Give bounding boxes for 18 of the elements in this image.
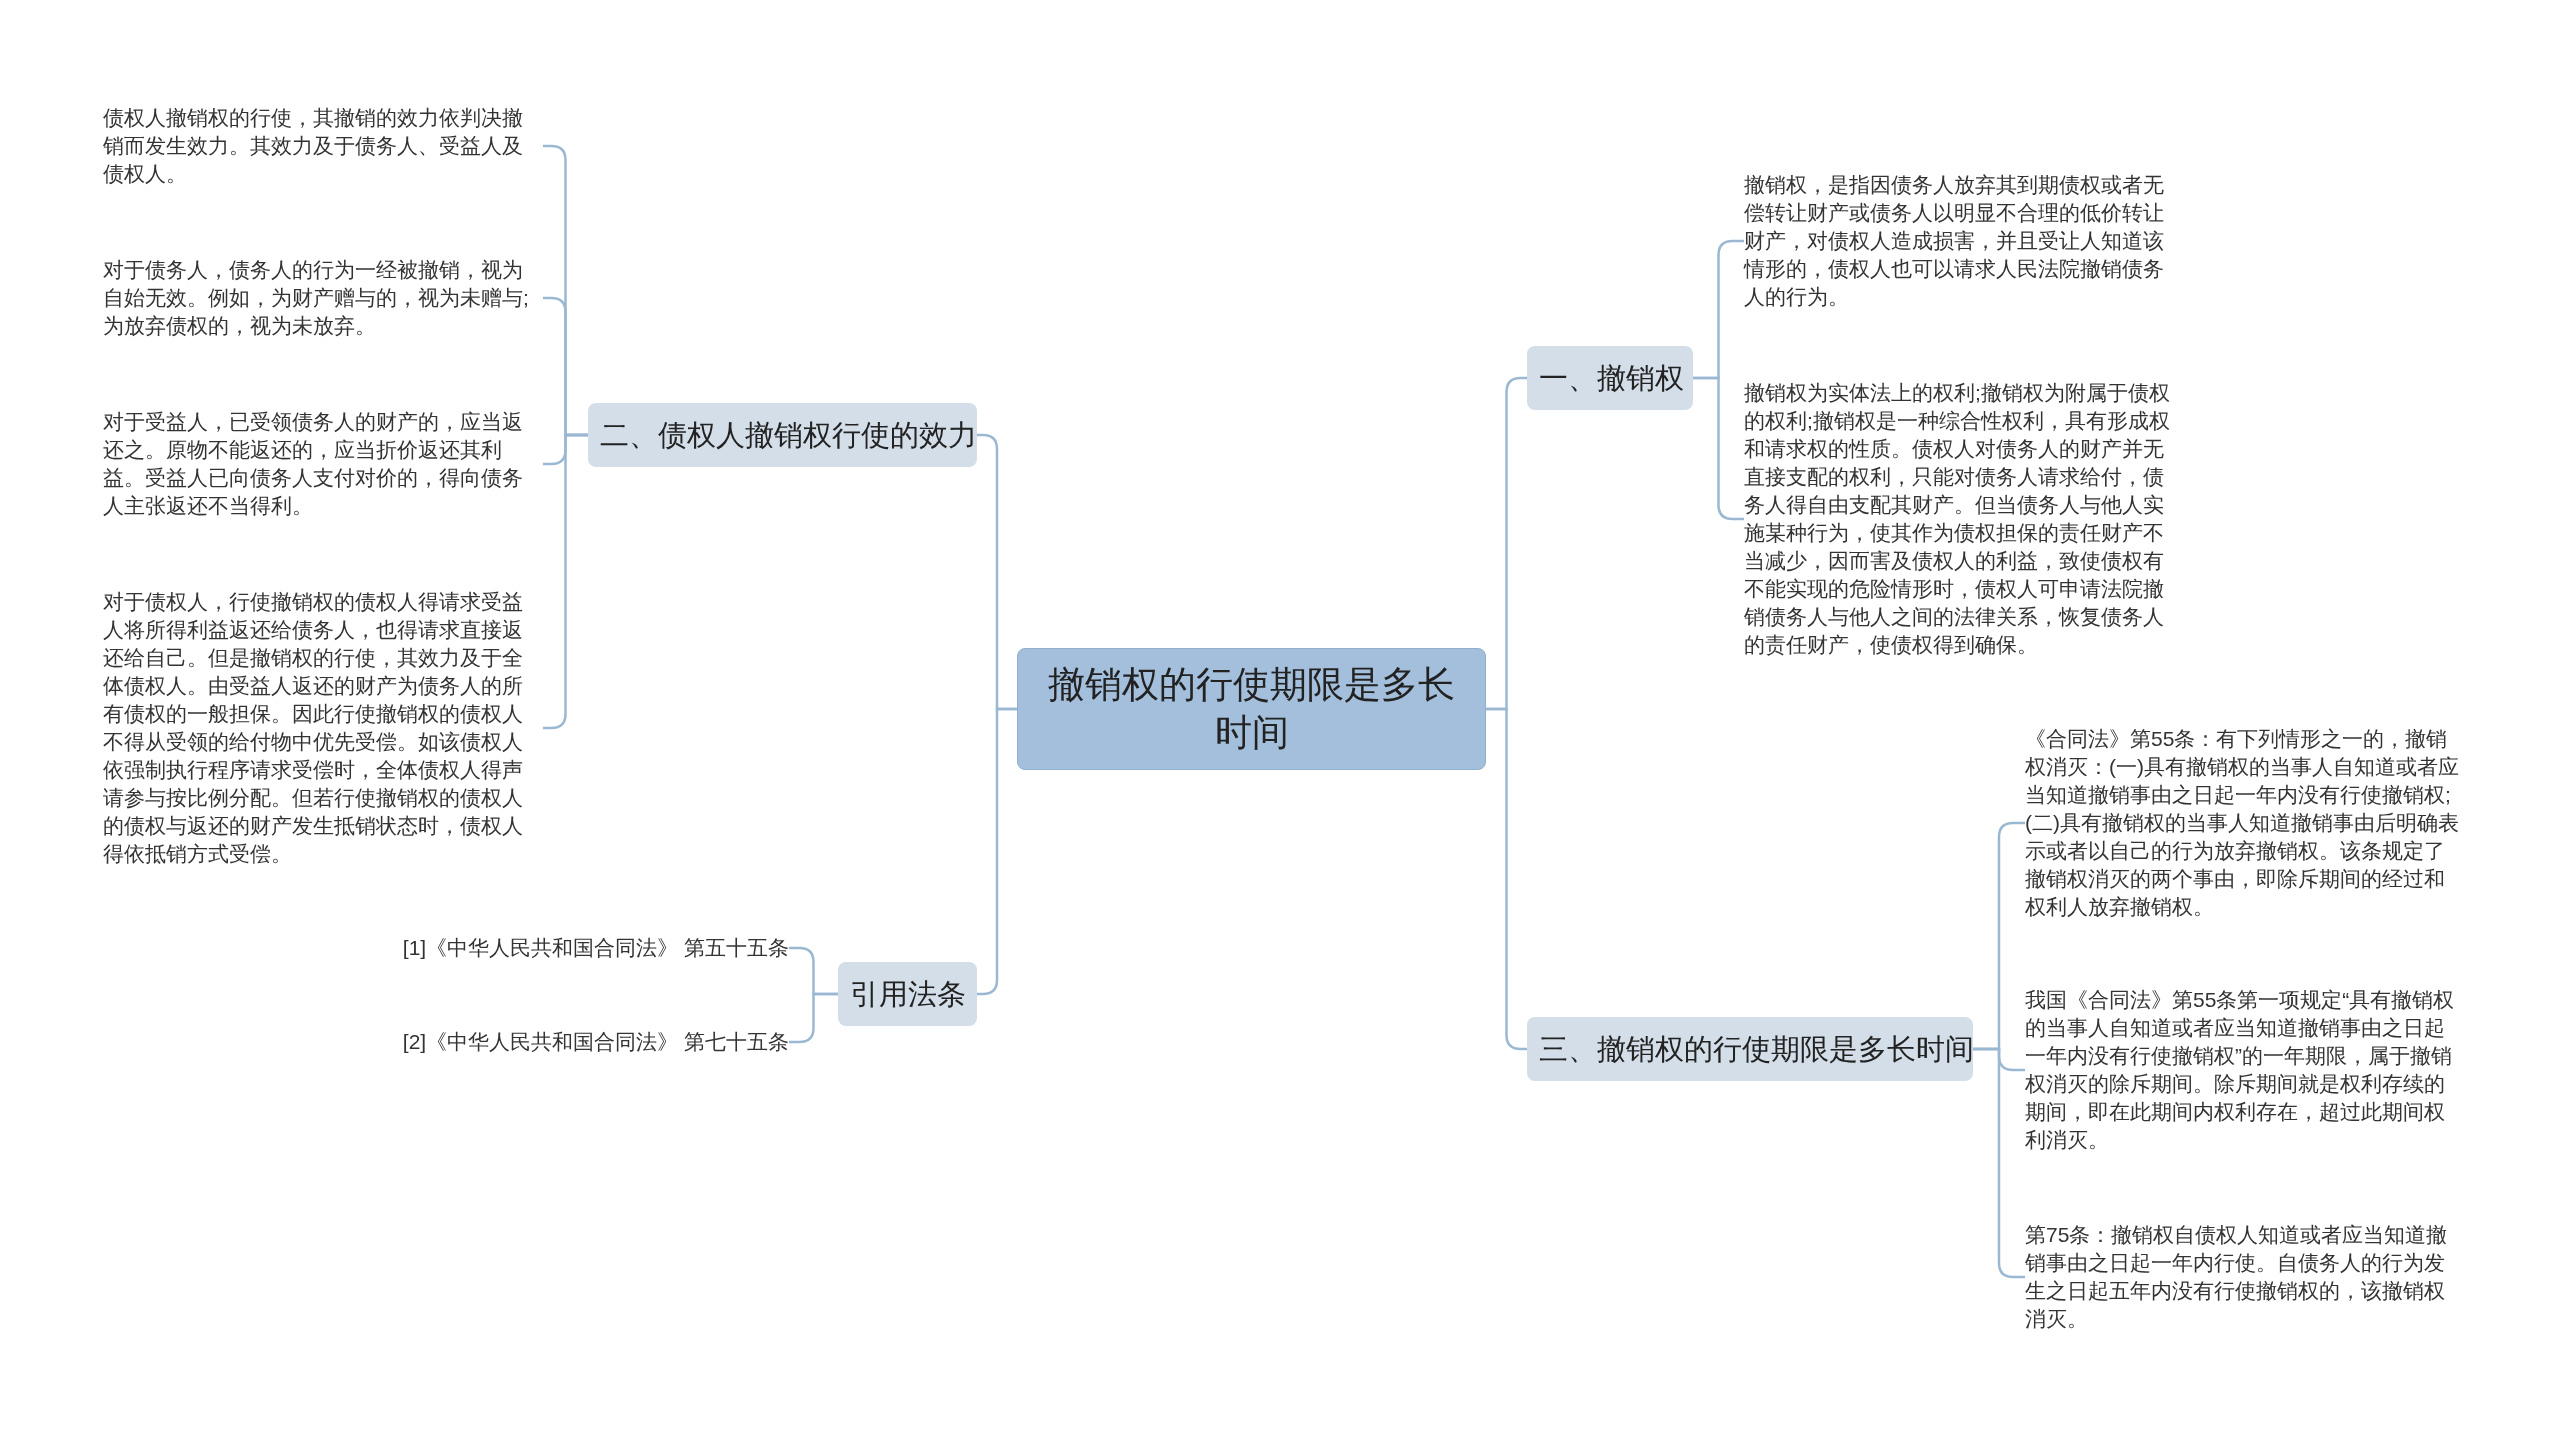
note-text: 对于受益人，已受领债务人的财产的，应当返还之。原物不能返还的，应当折价返还其利益。受益人已向债务人支付对价的，得向债务人主张返还不当得利。 bbox=[103, 408, 543, 520]
branch-topic: 二、债权人撤销权行使的效力 bbox=[588, 403, 977, 467]
note-text: 对于债权人，行使撤销权的债权人得请求受益人将所得利益返还给债务人，也得请求直接返还给自己。但是撤销权的行使，其效力及于全体债权人。由受益人返还的财产为债务人的所有债权的一般担保。因此行使撤销权的债权人不得从受领的给付物中优先受偿。如该债权人依强制执行程序请求受偿时，全体债权人得声请参与按比例分配。但若行使撤销权的债权人的债权与返还的财产发生抵销状态时，债权人得依抵销方式受偿。 bbox=[103, 588, 543, 868]
note-text: 撤销权，是指因债务人放弃其到期债权或者无偿转让财产或债务人以明显不合理的低价转让财产，对债权人造成损害，并且受让人知道该情形的，债权人也可以请求人民法院撤销债务人的行为。 bbox=[1744, 171, 2184, 311]
reference-text: [1]《中华人民共和国合同法》 第五十五条 bbox=[350, 934, 789, 962]
note-text: 我国《合同法》第55条第一项规定“具有撤销权的当事人自知道或者应当知道撤销事由之日起一年内没有行使撤销权”的一年期限，属于撤销权消灭的除斥期间。除斥期间就是权利存续的期间，即在此期间内权利存在，超过此期间权利消灭。 bbox=[2025, 986, 2465, 1154]
connector-line bbox=[789, 992, 838, 1044]
connector-line bbox=[1486, 707, 1527, 1051]
note-text: 撤销权为实体法上的权利;撤销权为附属于债权的权利;撤销权是一种综合性权利，具有形成权和请求权的性质。债权人对债务人的财产并无直接支配的权利，只能对债务人请求给付，债务人得自由支配其财产。但当债务人与他人实施某种行为，使其作为债权担保的责任财产不当减少，因而害及债权人的利益，致使债权有不能实现的危险情形时，债权人可申请法院撤销债务人与他人之间的法律关系，恢复债务人的责任财产，使债权得到确保。 bbox=[1744, 379, 2184, 659]
note-text: 对于债务人，债务人的行为一经被撤销，视为自始无效。例如，为财产赠与的，视为未赠与;为放弃债权的，视为未放弃。 bbox=[103, 256, 543, 340]
branch-topic: 三、撤销权的行使期限是多长时间 bbox=[1527, 1017, 1973, 1081]
note-text: 《合同法》第55条：有下列情形之一的，撤销权消灭：(一)具有撤销权的当事人自知道或者应当知道撤销事由之日起一年内没有行使撤销权;(二)具有撤销权的当事人知道撤销事由后明确表示或者以自己的行为放弃撤销权。该条规定了撤销权消灭的两个事由，即除斥期间的经过和权利人放弃撤销权。 bbox=[2025, 725, 2465, 921]
note-text: 第75条：撤销权自债权人知道或者应当知道撤销事由之日起一年内行使。自债务人的行为发生之日起五年内没有行使撤销权的，该撤销权消灭。 bbox=[2025, 1221, 2465, 1333]
note-text: 债权人撤销权的行使，其撤销的效力依判决撤销而发生效力。其效力及于债务人、受益人及债权人。 bbox=[103, 104, 543, 188]
branch-topic: 引用法条 bbox=[838, 962, 977, 1026]
reference-text: [2]《中华人民共和国合同法》 第七十五条 bbox=[350, 1028, 789, 1056]
branch-topic: 一、撤销权 bbox=[1527, 346, 1693, 410]
central-topic: 撤销权的行使期限是多长时间 bbox=[1017, 648, 1486, 770]
